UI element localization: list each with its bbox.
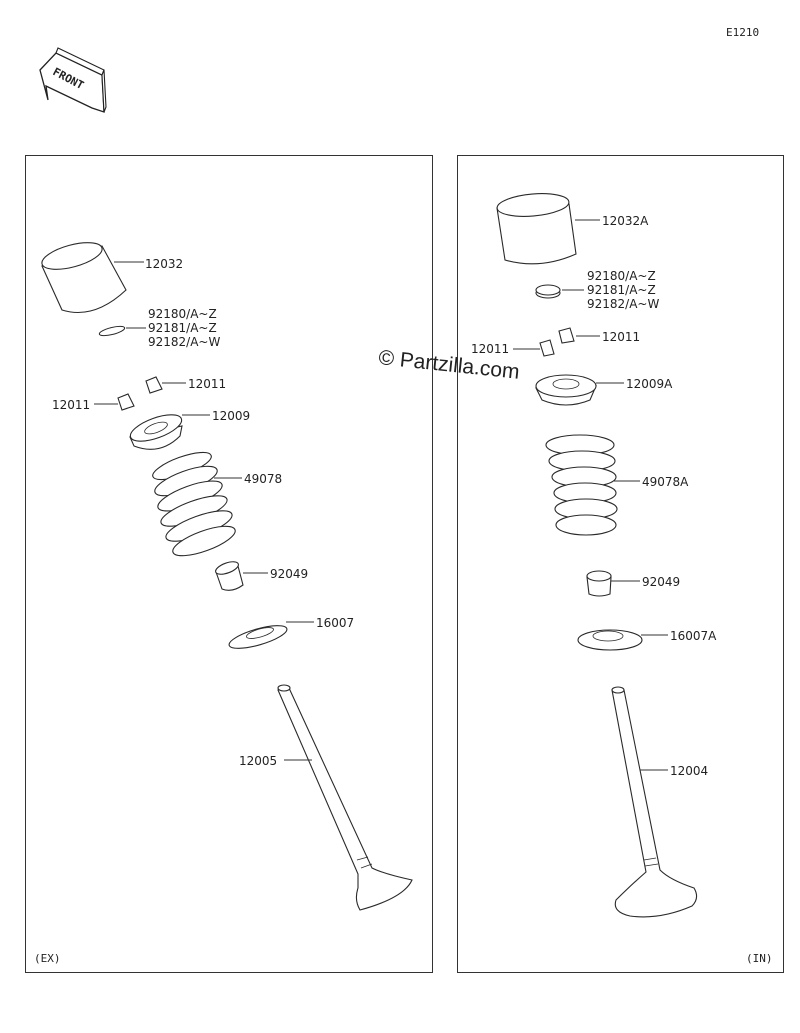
- intake-label-lifter: 12032A: [602, 214, 649, 228]
- exhaust-spring-seat: [228, 625, 288, 649]
- exhaust-label-seal: 92049: [270, 567, 308, 581]
- intake-seal: [586, 570, 612, 597]
- diagram-code: E1210: [726, 26, 759, 39]
- intake-label-shim-2: 92181/A~Z: [587, 283, 656, 297]
- exhaust-retainer: [129, 414, 183, 450]
- intake-label-cotter-right: 12011: [602, 330, 640, 344]
- intake-label-cotter-left: 12011: [471, 342, 509, 356]
- intake-label-shim-3: 92182/A~W: [587, 297, 659, 311]
- exhaust-spring: [152, 451, 236, 557]
- intake-spring: [545, 434, 618, 536]
- exhaust-shim: [98, 325, 126, 337]
- exhaust-cotter-left: [117, 393, 135, 411]
- intake-valve: [611, 686, 698, 918]
- exhaust-label-cotter-left: 12011: [52, 398, 90, 412]
- intake-shim: [535, 284, 561, 299]
- exhaust-label-lifter: 12032: [145, 257, 183, 271]
- intake-label-spring-seat: 16007A: [670, 629, 717, 643]
- intake-spring-seat: [577, 629, 643, 651]
- exhaust-label-cotter-right: 12011: [188, 377, 226, 391]
- intake-cotter-right: [558, 327, 575, 344]
- exhaust-label-spring-seat: 16007: [316, 616, 354, 630]
- intake-section-label: (IN): [746, 952, 773, 965]
- intake-label-spring: 49078A: [642, 475, 689, 489]
- exhaust-label-retainer: 12009: [212, 409, 250, 423]
- intake-label-retainer: 12009A: [626, 377, 673, 391]
- intake-retainer: [535, 374, 597, 406]
- exhaust-cotter-right: [145, 376, 163, 394]
- exhaust-section-label: (EX): [34, 952, 61, 965]
- exhaust-label-shim-1: 92180/A~Z: [148, 307, 217, 321]
- exhaust-seal: [215, 561, 244, 591]
- intake-cotter-left: [539, 339, 555, 357]
- intake-label-shim-1: 92180/A~Z: [587, 269, 656, 283]
- exhaust-valve: [277, 684, 413, 911]
- intake-panel: [457, 155, 784, 973]
- exhaust-label-valve: 12005: [239, 754, 277, 768]
- front-arrow-icon: FRONT: [39, 47, 107, 113]
- intake-lifter: [496, 193, 577, 265]
- exhaust-label-shim-3: 92182/A~W: [148, 335, 220, 349]
- exhaust-lifter: [41, 242, 127, 314]
- intake-label-valve: 12004: [670, 764, 708, 778]
- exhaust-panel: [25, 155, 433, 973]
- exhaust-label-spring: 49078: [244, 472, 282, 486]
- intake-label-seal: 92049: [642, 575, 680, 589]
- exhaust-label-shim-2: 92181/A~Z: [148, 321, 217, 335]
